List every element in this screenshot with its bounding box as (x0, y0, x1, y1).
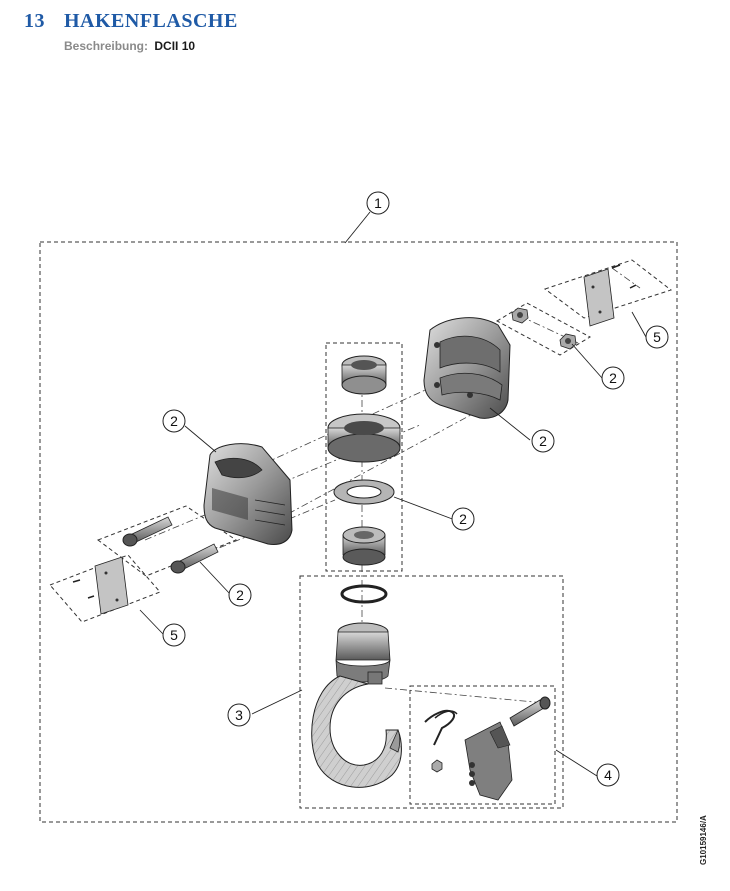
callout-2-nuts: 2 (601, 366, 625, 390)
svg-text:5: 5 (170, 627, 178, 643)
sleeve-part (341, 355, 387, 395)
latch-kit-parts (424, 696, 551, 801)
description-line: Beschreibung: DCII 10 (64, 39, 195, 53)
socket-bolt-lower (170, 543, 219, 574)
chapter-number: 13 (24, 10, 45, 32)
bearing-group-frame (325, 342, 403, 572)
plate-set-left-frame (49, 554, 161, 623)
chapter-title: HAKENFLASCHE (64, 10, 238, 32)
housing-half-left (203, 443, 293, 545)
svg-text:1: 1 (374, 195, 382, 211)
description-value: DCII 10 (154, 39, 196, 53)
crane-hook (311, 622, 402, 788)
bolt-set-frame (96, 505, 238, 577)
callout-2-bearing: 2 (451, 507, 475, 531)
callout-1: 1 (366, 191, 390, 215)
assembly-frame (39, 241, 678, 823)
svg-text:4: 4 (604, 767, 612, 783)
callout-3-hook: 3 (227, 703, 251, 727)
hook-nut (342, 526, 386, 566)
washer-ring (333, 479, 395, 505)
cover-plate-right (583, 264, 637, 327)
callout-2-right-housing: 2 (531, 429, 555, 453)
nut-set-frame (495, 302, 592, 356)
svg-text:2: 2 (236, 587, 244, 603)
callout-leaders (139, 211, 647, 777)
nut-lower (559, 333, 577, 350)
document-reference: G10159146/A (699, 815, 708, 865)
callout-2-bolts: 2 (228, 583, 252, 607)
svg-text:2: 2 (459, 511, 467, 527)
callout-2-left-housing: 2 (162, 409, 186, 433)
nut-upper (511, 307, 529, 324)
description-label: Beschreibung: (64, 39, 149, 53)
thrust-bearing (327, 413, 401, 463)
latch-kit-frame (409, 685, 556, 805)
svg-text:5: 5 (653, 329, 661, 345)
cover-plate-left (72, 556, 129, 615)
plate-set-right-frame (543, 259, 673, 319)
callout-5-left-plate: 5 (162, 623, 186, 647)
hook-group-frame (299, 575, 564, 809)
svg-text:2: 2 (609, 370, 617, 386)
housing-half-right (423, 317, 511, 419)
svg-text:2: 2 (170, 413, 178, 429)
callout-5-right-plate: 5 (645, 325, 669, 349)
svg-text:3: 3 (235, 707, 243, 723)
svg-text:2: 2 (539, 433, 547, 449)
o-ring (340, 584, 388, 604)
callout-4-latch-kit: 4 (596, 763, 620, 787)
socket-bolt-upper (122, 516, 173, 547)
